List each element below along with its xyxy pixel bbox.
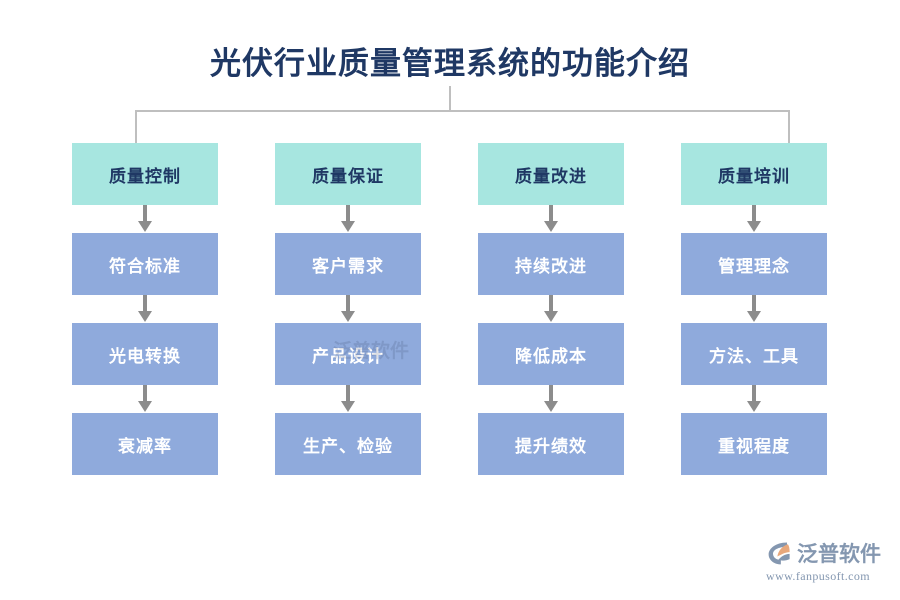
flow-node-step-2-3[interactable]: 生产、检验 <box>275 413 421 475</box>
connector-drop-column-1 <box>135 110 137 143</box>
flow-node-head-3[interactable]: 质量改进 <box>478 143 624 205</box>
flow-column-4: 质量培训 管理理念 方法、工具 重视程度 <box>681 143 827 475</box>
flow-node-step-3-1[interactable]: 持续改进 <box>478 233 624 295</box>
flow-node-step-1-2[interactable]: 光电转换 <box>72 323 218 385</box>
brand-url: www.fanpusoft.com <box>766 569 871 583</box>
flow-node-step-4-1[interactable]: 管理理念 <box>681 233 827 295</box>
flow-column-2: 质量保证 客户需求 产品设计 生产、检验 <box>275 143 421 475</box>
page-title: 光伏行业质量管理系统的功能介绍 <box>210 46 690 81</box>
connector-title-stem <box>449 86 451 111</box>
brand-name: 泛普软件 <box>797 542 881 566</box>
arrow-down-icon <box>681 385 827 413</box>
flow-node-step-2-1[interactable]: 客户需求 <box>275 233 421 295</box>
arrow-down-icon <box>478 205 624 233</box>
arrow-down-icon <box>478 295 624 323</box>
flow-node-head-4[interactable]: 质量培训 <box>681 143 827 205</box>
flow-node-step-3-2[interactable]: 降低成本 <box>478 323 624 385</box>
fanpu-logo-icon <box>768 542 790 565</box>
arrow-down-icon <box>72 205 218 233</box>
flow-node-head-1[interactable]: 质量控制 <box>72 143 218 205</box>
arrow-down-icon <box>681 205 827 233</box>
arrow-down-icon <box>681 295 827 323</box>
flow-node-step-4-2[interactable]: 方法、工具 <box>681 323 827 385</box>
arrow-down-icon <box>72 385 218 413</box>
flow-column-3: 质量改进 持续改进 降低成本 提升绩效 <box>478 143 624 475</box>
connector-drop-column-4 <box>788 110 790 143</box>
flow-column-1: 质量控制 符合标准 光电转换 衰减率 <box>72 143 218 475</box>
connector-horizontal-bar <box>135 110 790 112</box>
flow-node-step-1-3[interactable]: 衰减率 <box>72 413 218 475</box>
flow-node-head-2[interactable]: 质量保证 <box>275 143 421 205</box>
arrow-down-icon <box>275 385 421 413</box>
flow-node-step-4-3[interactable]: 重视程度 <box>681 413 827 475</box>
arrow-down-icon <box>275 205 421 233</box>
arrow-down-icon <box>72 295 218 323</box>
brand-logo: 泛普软件 www.fanpusoft.com <box>766 538 894 588</box>
flow-node-step-1-1[interactable]: 符合标准 <box>72 233 218 295</box>
arrow-down-icon <box>275 295 421 323</box>
arrow-down-icon <box>478 385 624 413</box>
flow-node-step-2-2[interactable]: 产品设计 <box>275 323 421 385</box>
flow-node-step-3-3[interactable]: 提升绩效 <box>478 413 624 475</box>
